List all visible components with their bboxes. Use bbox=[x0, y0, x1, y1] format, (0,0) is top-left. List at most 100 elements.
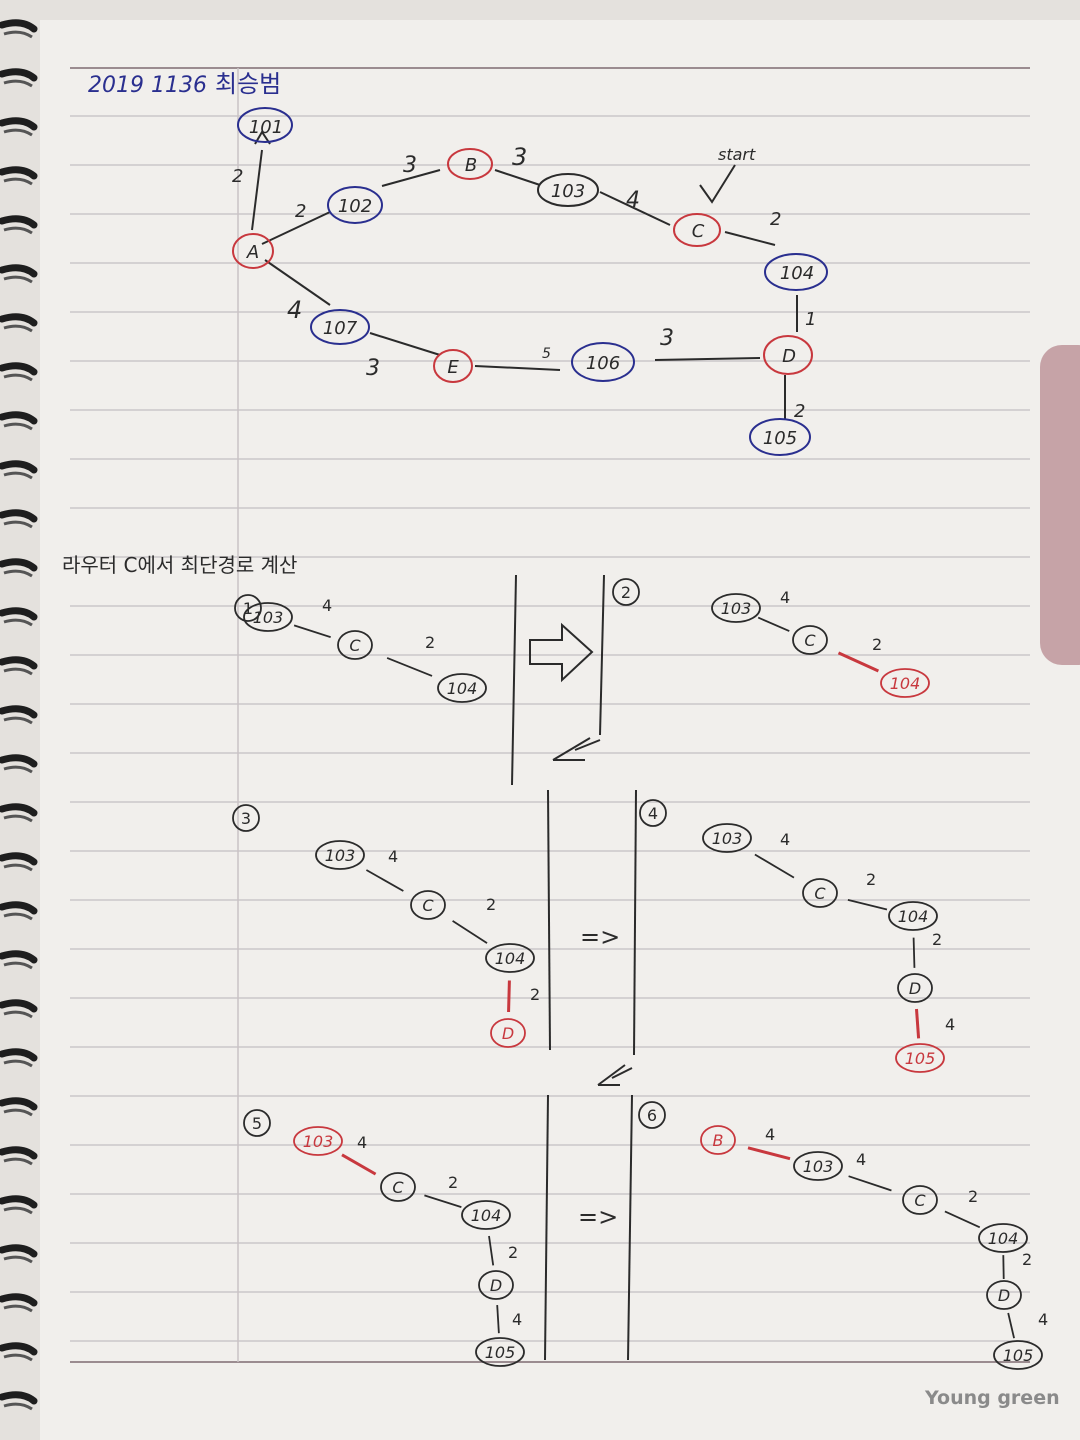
step-weight: 2 bbox=[508, 1243, 518, 1262]
step-edge bbox=[293, 624, 331, 639]
ring-icon bbox=[3, 79, 33, 88]
node-101 bbox=[237, 107, 293, 143]
weight-a-107: 4 bbox=[287, 296, 302, 324]
ring-icon bbox=[3, 422, 33, 431]
step-number: 6 bbox=[647, 1106, 657, 1125]
ring-icon bbox=[3, 912, 33, 921]
ring-icon bbox=[3, 177, 33, 186]
step-node bbox=[888, 901, 938, 931]
step-node-label: 104 bbox=[471, 1206, 502, 1225]
ring-icon bbox=[3, 814, 33, 823]
edge-a-102 bbox=[261, 211, 331, 245]
step-node-label: C bbox=[814, 884, 826, 903]
step-edge bbox=[837, 651, 880, 673]
weight-c-104: 2 bbox=[770, 209, 781, 230]
step-node-label: C bbox=[422, 896, 434, 915]
step-node bbox=[410, 890, 446, 920]
step-edge bbox=[747, 1146, 791, 1161]
ring-icon bbox=[0, 68, 38, 82]
step-edge bbox=[1007, 1312, 1015, 1339]
step-node bbox=[880, 668, 930, 698]
step-node bbox=[700, 1125, 736, 1155]
weight-c-103: 4 bbox=[626, 188, 640, 213]
brand-logo: Young green bbox=[924, 1387, 1060, 1409]
step-node bbox=[895, 1043, 945, 1073]
step-edge bbox=[424, 1194, 462, 1209]
ring-icon bbox=[0, 19, 38, 33]
student-id: 2019 1136 bbox=[88, 73, 207, 98]
ring-icon bbox=[3, 716, 33, 725]
ring-icon bbox=[0, 754, 38, 768]
step-weight: 2 bbox=[872, 635, 882, 654]
ring-icon bbox=[3, 1157, 33, 1166]
step-node bbox=[293, 1126, 343, 1156]
step-node-label: 105 bbox=[1003, 1346, 1034, 1365]
ring-icon bbox=[3, 1255, 33, 1264]
step-node bbox=[380, 1172, 416, 1202]
ring-icon bbox=[0, 656, 38, 670]
step-node bbox=[490, 1018, 526, 1048]
ring-icon bbox=[3, 1010, 33, 1019]
ruled-lines bbox=[70, 115, 1030, 1342]
step-node bbox=[793, 1151, 843, 1181]
step-node bbox=[702, 823, 752, 853]
weight-e-107: 3 bbox=[366, 356, 380, 381]
step-number: 4 bbox=[648, 804, 658, 823]
label-b: B bbox=[465, 155, 477, 176]
step-weight: 2 bbox=[425, 633, 435, 652]
step-node bbox=[993, 1340, 1043, 1370]
ring-icon bbox=[0, 1048, 38, 1062]
node-103 bbox=[537, 173, 599, 207]
weight-d-106: 3 bbox=[660, 326, 674, 351]
step-node bbox=[337, 630, 373, 660]
step-node-label: C bbox=[349, 636, 361, 655]
page-tab bbox=[1040, 345, 1080, 665]
ring-icon bbox=[3, 1059, 33, 1068]
ring-icon bbox=[0, 117, 38, 131]
step-node-label: C bbox=[804, 631, 816, 650]
step-node bbox=[243, 602, 293, 632]
ring-icon bbox=[3, 863, 33, 872]
step-weight: 2 bbox=[448, 1173, 458, 1192]
step-weight: 4 bbox=[856, 1150, 866, 1169]
router-a bbox=[232, 233, 274, 269]
ring-icon bbox=[0, 999, 38, 1013]
weight-a-101: 2 bbox=[232, 166, 243, 187]
step-node-label: B bbox=[713, 1131, 724, 1150]
step-node bbox=[986, 1280, 1022, 1310]
step-edge bbox=[507, 980, 511, 1013]
step-number-circle bbox=[232, 804, 260, 832]
ring-icon bbox=[0, 1195, 38, 1209]
step-edge bbox=[386, 657, 433, 677]
weight-d-105: 2 bbox=[794, 401, 805, 422]
ring-icon bbox=[3, 30, 33, 39]
step-node bbox=[485, 943, 535, 973]
router-e bbox=[433, 349, 473, 383]
weight-d-104: 1 bbox=[805, 309, 816, 330]
check-icon bbox=[699, 164, 736, 204]
student-name: 최승범 bbox=[215, 70, 281, 98]
step-number-circle bbox=[234, 594, 262, 622]
step-node-label: 103 bbox=[712, 829, 743, 848]
step-node-label: 104 bbox=[495, 949, 526, 968]
ring-icon bbox=[3, 324, 33, 333]
step-node-label: 104 bbox=[988, 1229, 1019, 1248]
edge-a-101 bbox=[251, 149, 263, 231]
step-dividers bbox=[511, 574, 637, 1361]
ring-icon bbox=[0, 1146, 38, 1160]
step-edge bbox=[757, 616, 790, 632]
ring-icon bbox=[3, 569, 33, 578]
ring-icon bbox=[0, 901, 38, 915]
spiral-binding bbox=[0, 19, 38, 1411]
ring-icon bbox=[0, 1097, 38, 1111]
step-edge bbox=[365, 869, 404, 892]
weight-b-102: 3 bbox=[403, 153, 417, 178]
edge-e-106 bbox=[474, 365, 561, 371]
router-b bbox=[447, 148, 493, 180]
